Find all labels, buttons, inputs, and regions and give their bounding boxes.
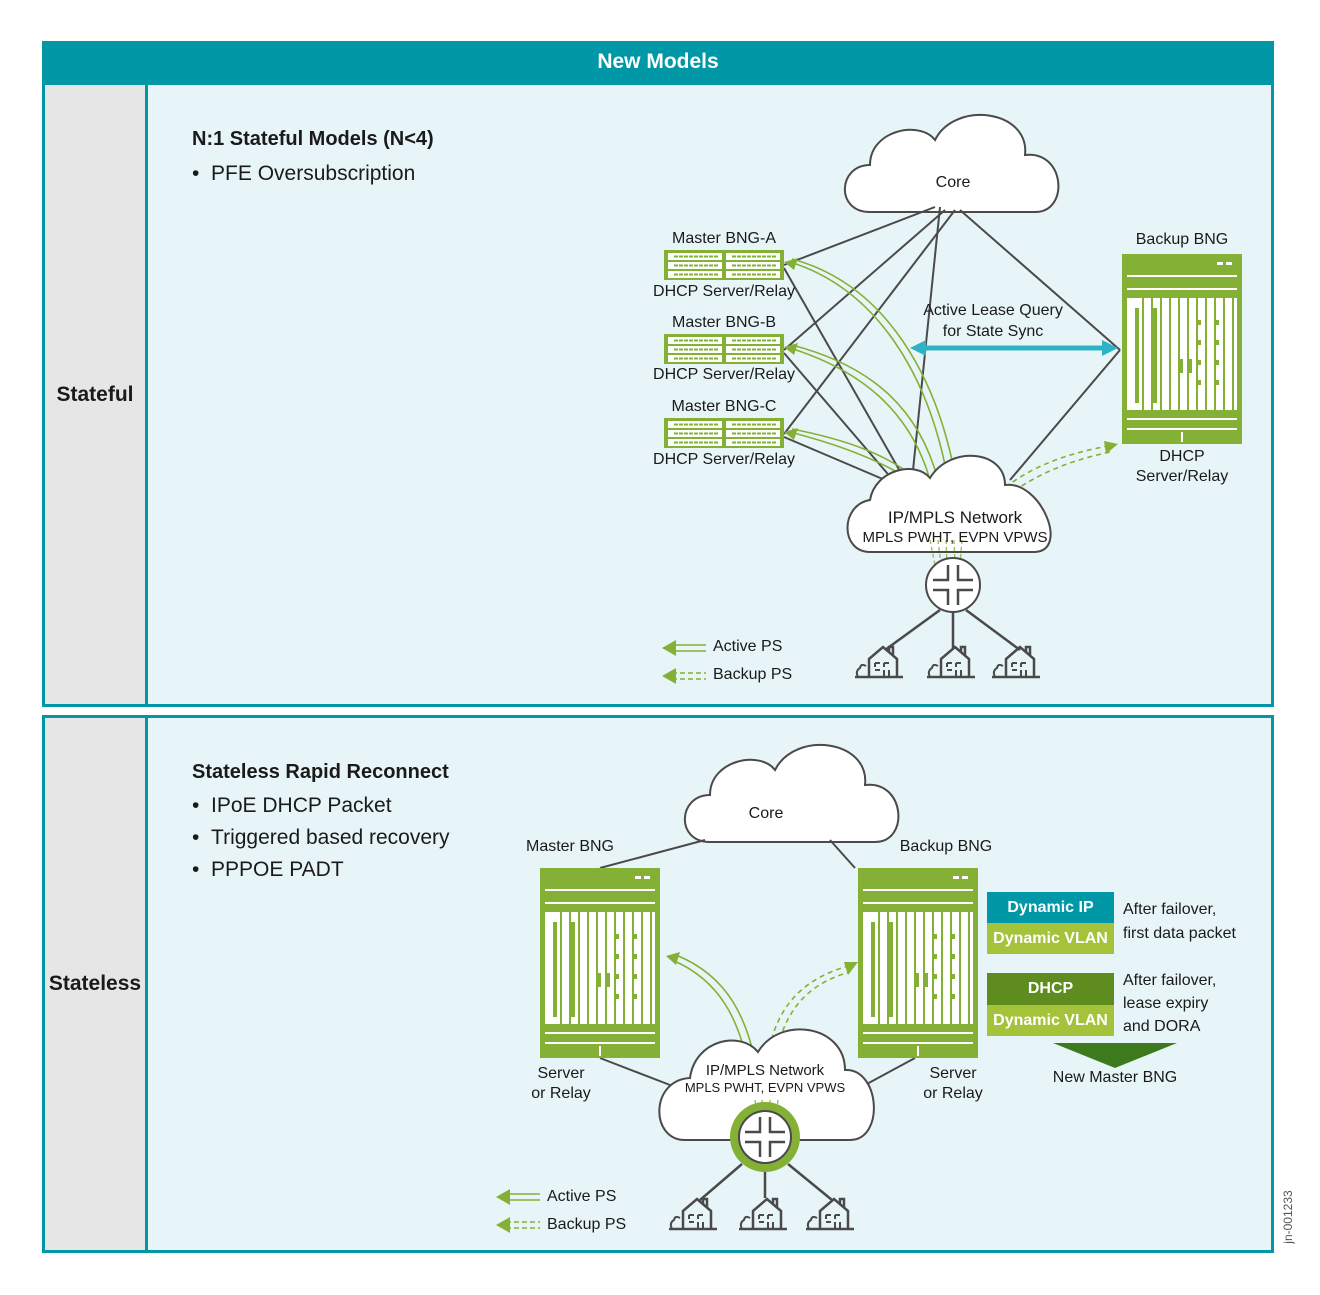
master-bng-b-label: Master BNG-B [671,314,776,331]
stateless-label: Stateless [48,972,142,995]
network-cloud [846,454,1052,553]
network-label-2: MPLS PWHT, EVPN VPWS [684,1080,846,1095]
stateless-side-label: Stateless [45,718,148,1250]
stateless-bullet: • Triggered based recovery [192,826,450,849]
legend-backup-icon [662,668,706,684]
master-bng-a-label: Master BNG-A [671,230,776,247]
stateless-bullet: • PPPOE PADT [192,858,344,881]
master-bng-c-label: Master BNG-C [671,398,777,415]
legend-active-icon [662,640,706,656]
stateful-label: Stateful [56,382,134,406]
house-icon [737,1197,789,1231]
master-role-1: Server [537,1065,585,1082]
dhcp-tag: DHCP [987,973,1114,1005]
stateless-bullet: • IPoE DHCP Packet [192,794,392,817]
legend-active-label: Active PS [547,1188,617,1205]
backup-bng-role-1: DHCP [1159,448,1205,465]
network-label-1: IP/MPLS Network [887,508,1023,527]
new-master-label: New Master BNG [1052,1069,1178,1086]
group2-note-1: After failover, [1123,972,1217,989]
dynamic-vlan-tag: Dynamic VLAN [987,1005,1114,1036]
network-cloud [658,1028,875,1141]
network-label-2: MPLS PWHT, EVPN VPWS [862,529,1048,546]
stateful-diagram [662,114,1243,684]
legend-backup-label: Backup PS [713,666,793,683]
dynamic-ip-tag: Dynamic IP [987,892,1114,923]
router-icon [730,1102,800,1172]
diagram-header: New Models [42,41,1274,83]
backup-bng-chassis-icon [857,867,979,1059]
house-icon [667,1197,719,1231]
group2-note-3: and DORA [1123,1018,1201,1035]
stateful-panel [42,82,1274,707]
core-label: Core [935,174,971,191]
master-role-2: or Relay [531,1085,591,1102]
master-bng-c-role: DHCP Server/Relay [653,451,795,468]
legend-active-icon [496,1189,540,1205]
backup-bng-label: Backup BNG [899,838,993,855]
legend-active-label: Active PS [713,638,783,655]
master-bng-label: Master BNG [525,838,614,855]
core-label: Core [748,805,784,822]
backup-role-1: Server [929,1065,977,1082]
router-icon [925,557,981,613]
backup-bng-role-2: Server/Relay [1135,468,1229,485]
house-icon [804,1197,856,1231]
stateful-bullet: • PFE Oversubscription [192,162,416,185]
stateless-title: Stateless Rapid Reconnect [192,761,449,783]
group2-note-2: lease expiry [1123,995,1209,1012]
core-cloud [843,114,1060,213]
dynamic-vlan-tag: Dynamic VLAN [987,923,1114,954]
group1-note-1: After failover, [1123,901,1217,918]
legend-backup-icon [496,1217,540,1233]
backup-bng-label: Backup BNG [1135,231,1229,248]
backup-role-2: or Relay [923,1085,983,1102]
master-bng-a-role: DHCP Server/Relay [653,283,795,300]
new-master-arrow-icon [1053,1043,1177,1068]
stateful-title: N:1 Stateful Models (N<4) [192,128,434,150]
sync-label-1: Active Lease Query [923,302,1063,319]
stateful-side-label: Stateful [45,85,148,704]
core-cloud [683,744,900,843]
master-bng-chassis-icon [539,867,661,1059]
sync-label-2: for State Sync [942,323,1044,340]
group1-note-2: first data packet [1123,925,1236,942]
network-label-1: IP/MPLS Network [705,1062,825,1079]
document-id: jn-001233 [1281,1190,1295,1244]
master-bng-b-role: DHCP Server/Relay [653,366,795,383]
legend-backup-label: Backup PS [547,1216,627,1233]
